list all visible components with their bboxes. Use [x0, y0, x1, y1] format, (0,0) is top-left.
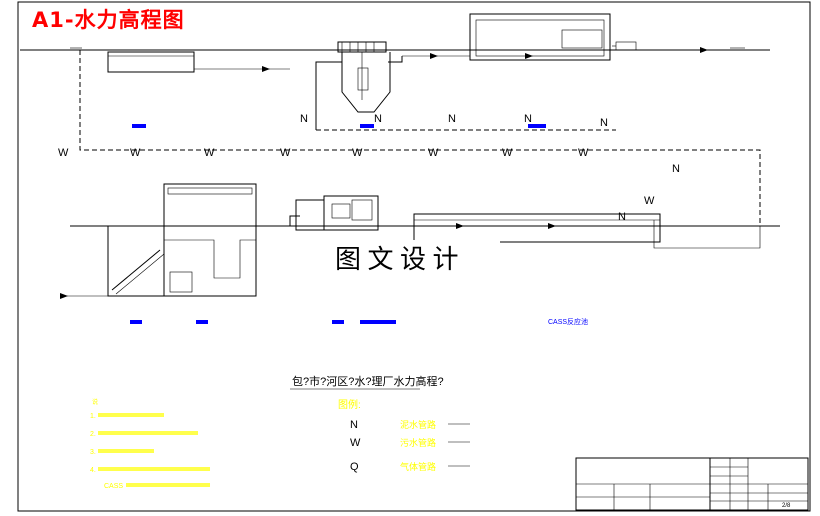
- notes-heading: 说: [92, 398, 98, 406]
- title-block: 2/8: [575, 457, 809, 511]
- note-line-1: 1.: [90, 413, 96, 420]
- marker-w-5: W: [352, 147, 363, 159]
- lower-profile: CASS反应池: [60, 183, 780, 326]
- pump-building: [469, 13, 611, 61]
- legend-heading: 图例:: [338, 398, 361, 411]
- marker-w-8: W: [578, 147, 589, 159]
- flow-markers: N N N N N N N W W W W W W W W W: [58, 113, 680, 223]
- legend-symbol-q: Q: [350, 461, 359, 473]
- watermark-bg: [330, 240, 500, 274]
- marker-n-5: N: [600, 117, 608, 129]
- cass-tank: [413, 213, 661, 243]
- marker-n-7: N: [618, 211, 626, 223]
- marker-w-2: W: [130, 147, 141, 159]
- marker-w-3: W: [204, 147, 215, 159]
- marker-n-2: N: [374, 113, 382, 125]
- legend-label-q: 气体管路: [400, 461, 436, 472]
- legend-label-w: 污水管路: [400, 437, 436, 448]
- note-line-4: 4.: [90, 467, 96, 474]
- watermark: 图 文 设 计: [335, 245, 459, 274]
- notes: 说 1. 2. 3. 4. CASS: [90, 398, 210, 490]
- cass-label: CASS反应池: [548, 317, 588, 326]
- aeration-unit: [323, 195, 379, 231]
- legend: 图例: N 泥水管路 W 污水管路 Q 气体管路: [338, 398, 470, 473]
- marker-w-4: W: [280, 147, 291, 159]
- settling-tank: [341, 52, 391, 113]
- marker-w-7: W: [502, 147, 513, 159]
- legend-symbol-n: N: [350, 419, 358, 431]
- note-line-5: CASS: [104, 483, 123, 490]
- legend-label-n: 泥水管路: [400, 419, 436, 430]
- marker-n-4: N: [524, 113, 532, 125]
- marker-w-1: W: [58, 147, 69, 159]
- upper-profile: [20, 13, 770, 130]
- legend-symbol-w: W: [350, 437, 361, 449]
- return-lines: [79, 50, 761, 226]
- sheet-frame: [17, 1, 811, 512]
- drawing-title: 包?市?河区?水?理厂水力高程?: [292, 374, 444, 388]
- marker-n-3: N: [448, 113, 456, 125]
- marker-w-6: W: [428, 147, 439, 159]
- marker-n-1: N: [300, 113, 308, 125]
- marker-w-9: W: [644, 195, 655, 207]
- sheet-number: 2/8: [782, 503, 791, 509]
- page-title: A1-水力高程图: [32, 8, 185, 32]
- marker-n-6: N: [672, 163, 680, 175]
- note-line-3: 3.: [90, 449, 96, 456]
- grit-tank: [107, 51, 195, 73]
- note-line-2: 2.: [90, 431, 96, 438]
